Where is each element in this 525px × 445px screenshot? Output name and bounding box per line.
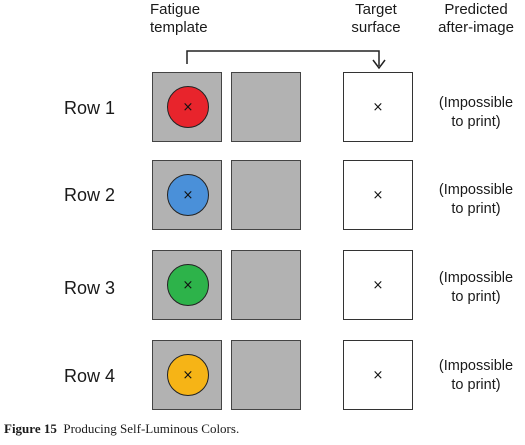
row-label: Row 3	[64, 278, 116, 298]
predicted-after-image-text: (Impossible to print)	[428, 357, 524, 395]
fatigue-template-header-line2: template	[150, 19, 208, 36]
row-label: Row 1	[64, 98, 116, 118]
target-surface-square: ×	[343, 250, 413, 320]
predicted-after-image-text: (Impossible to print)	[428, 181, 524, 219]
fixation-cross-icon: ×	[182, 187, 194, 203]
fixation-cross-icon: ×	[182, 367, 194, 383]
fatigue-template-square: ×	[152, 340, 222, 410]
fixation-cross-icon: ×	[182, 277, 194, 293]
fixation-cross-icon: ×	[372, 99, 384, 115]
target-surface-header: Target surface	[336, 1, 416, 37]
fatigue-template-header: Fatigue template	[150, 1, 208, 37]
predicted-line1: (Impossible	[438, 270, 514, 286]
figure-caption: Figure 15 Producing Self-Luminous Colors…	[4, 421, 239, 437]
blue-circle: ×	[167, 174, 209, 216]
predicted-line2: to print)	[451, 201, 501, 217]
row-label: Row 4	[64, 366, 116, 386]
target-surface-header-line1: Target	[355, 1, 397, 18]
fixation-cross-icon: ×	[372, 277, 384, 293]
red-circle: ×	[167, 86, 209, 128]
blank-grey-square	[231, 340, 301, 410]
predicted-header-line2: after-image	[438, 19, 514, 36]
target-surface-square: ×	[343, 72, 413, 142]
target-surface-square: ×	[343, 340, 413, 410]
blank-grey-square	[231, 250, 301, 320]
predicted-after-image-header: Predicted after-image	[428, 1, 524, 37]
fatigue-template-header-line1: Fatigue	[150, 1, 201, 18]
predicted-line2: to print)	[451, 114, 501, 130]
green-circle: ×	[167, 264, 209, 306]
yellow-circle: ×	[167, 354, 209, 396]
figure-label: Figure 15	[4, 421, 57, 436]
predicted-line1: (Impossible	[438, 182, 514, 198]
blank-grey-square	[231, 72, 301, 142]
fatigue-template-square: ×	[152, 160, 222, 230]
figure-caption-text: Producing Self-Luminous Colors.	[63, 421, 240, 436]
fatigue-template-square: ×	[152, 72, 222, 142]
target-surface-square: ×	[343, 160, 413, 230]
predicted-after-image-text: (Impossible to print)	[428, 269, 524, 307]
predicted-header-line1: Predicted	[444, 1, 508, 18]
row-label: Row 2	[64, 185, 116, 205]
fixation-cross-icon: ×	[182, 99, 194, 115]
blank-grey-square	[231, 160, 301, 230]
predicted-line1: (Impossible	[438, 95, 514, 111]
predicted-after-image-text: (Impossible to print)	[428, 94, 524, 132]
predicted-line2: to print)	[451, 289, 501, 305]
fixation-cross-icon: ×	[372, 367, 384, 383]
fixation-cross-icon: ×	[372, 187, 384, 203]
target-surface-header-line2: surface	[351, 19, 401, 36]
fatigue-template-square: ×	[152, 250, 222, 320]
predicted-line2: to print)	[451, 377, 501, 393]
predicted-line1: (Impossible	[438, 358, 514, 374]
